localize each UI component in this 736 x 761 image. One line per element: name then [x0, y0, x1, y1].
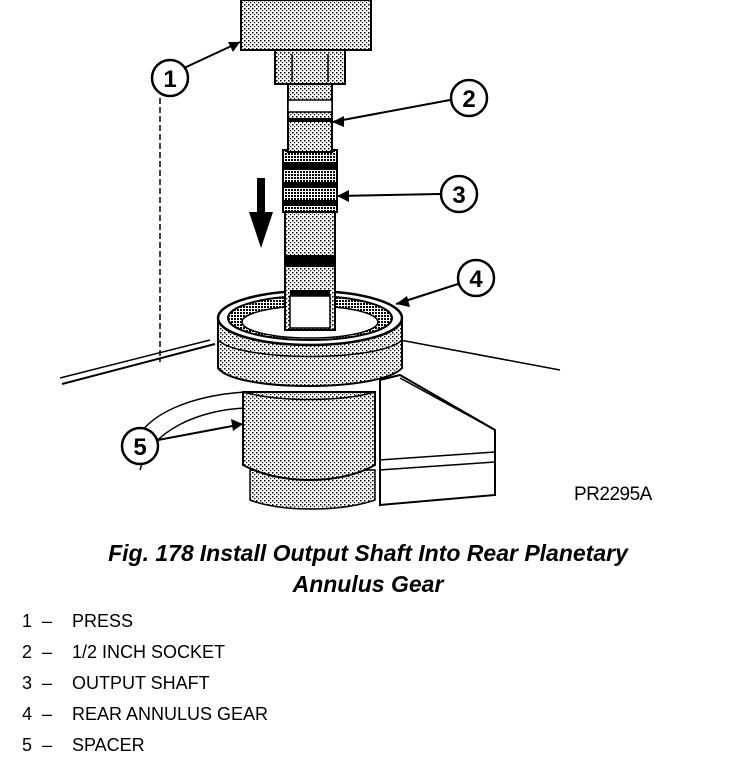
legend-label: SPACER: [72, 735, 145, 755]
legend-label: REAR ANNULUS GEAR: [72, 704, 269, 724]
legend-label: PRESS: [72, 611, 134, 631]
legend-number: 1: [22, 611, 33, 631]
callout-5-number: 5: [133, 434, 146, 461]
callout-4-number: 4: [469, 266, 483, 293]
spacer-icon: [242, 391, 376, 481]
caption-title-line-2: Annulus Gear: [292, 571, 444, 597]
press-icon: [240, 0, 372, 85]
legend-item: 5–SPACER: [22, 730, 268, 761]
legend-number: 5: [22, 735, 33, 755]
callout-2: 2: [331, 78, 489, 127]
caption-prefix: Fig. 178: [108, 540, 194, 566]
legend-dash: –: [42, 642, 53, 662]
base-fixture: [59, 339, 561, 510]
legend-item: 4–REAR ANNULUS GEAR: [22, 699, 268, 730]
parts-legend: 1–PRESS 2–1/2 INCH SOCKET 3–OUTPUT SHAFT…: [22, 606, 268, 761]
down-arrow-icon: [249, 178, 273, 248]
legend-label: 1/2 INCH SOCKET: [72, 642, 226, 662]
output-shaft-icon: [282, 149, 338, 331]
legend-dash: –: [42, 704, 53, 724]
legend-item: 3–OUTPUT SHAFT: [22, 668, 268, 699]
figure-code: PR2295A: [574, 484, 652, 505]
legend-item: 1–PRESS: [22, 606, 268, 637]
legend-item: 2–1/2 INCH SOCKET: [22, 637, 268, 668]
callout-4: 4: [395, 258, 496, 307]
legend-dash: –: [42, 735, 53, 755]
figure-illustration: 1 2 3 4 5: [59, 0, 561, 510]
callout-5: 5: [120, 419, 244, 466]
callout-2-number: 2: [462, 86, 475, 113]
legend-number: 2: [22, 642, 33, 662]
callout-1: 1: [150, 41, 241, 98]
callout-3: 3: [336, 174, 479, 214]
callout-1-number: 1: [163, 66, 176, 93]
legend-dash: –: [42, 611, 53, 631]
legend-number: 3: [22, 673, 33, 693]
legend-number: 4: [22, 704, 33, 724]
caption-title-line-1: Install Output Shaft Into Rear Planetary: [199, 540, 628, 566]
socket-icon: [287, 81, 333, 153]
legend-label: OUTPUT SHAFT: [72, 673, 210, 693]
legend-dash: –: [42, 673, 53, 693]
callout-3-number: 3: [452, 182, 465, 209]
